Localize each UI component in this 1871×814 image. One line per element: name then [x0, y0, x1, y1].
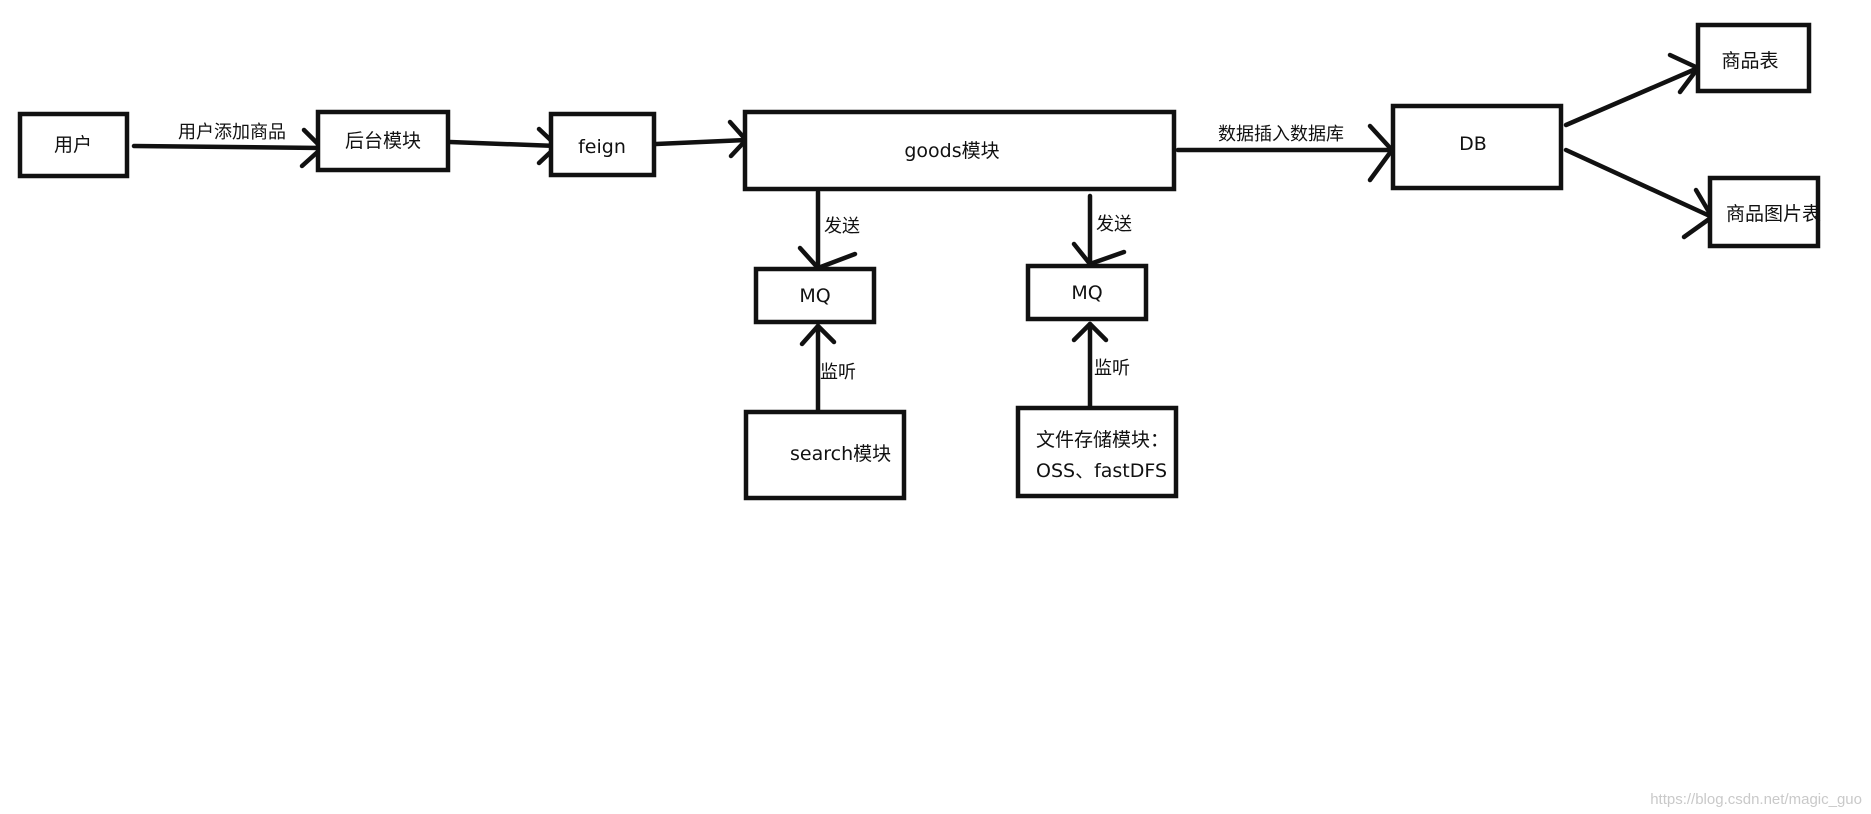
edge-backend-to-feign [447, 126, 560, 166]
node-db: DB [1390, 103, 1564, 191]
node-goods-table-label: 商品表 [1721, 50, 1778, 72]
edge-label-listen-right: 监听 [1094, 358, 1130, 379]
edge-label-send-right: 发送 [1096, 214, 1132, 235]
edge-feign-to-goods [653, 119, 749, 159]
edge-filestorage-to-mq-right [1071, 321, 1109, 409]
node-file-storage-module: 文件存储模块： OSS、fastDFS [1015, 405, 1179, 499]
node-file-storage-label-line2: OSS、fastDFS [1036, 460, 1167, 482]
node-search-module: search模块 [743, 409, 907, 501]
edge-db-to-goods-image-table [1563, 147, 1715, 240]
edge-label-send-left: 发送 [824, 216, 860, 237]
node-mq-left-label: MQ [799, 285, 830, 307]
node-goods-image-table: 商品图片表 [1707, 175, 1821, 249]
edge-search-to-mq-left [799, 323, 837, 413]
edge-label-insert-db: 数据插入数据库 [1218, 124, 1344, 145]
edge-label-listen-left: 监听 [820, 362, 856, 383]
node-goods-image-table-label: 商品图片表 [1726, 203, 1821, 225]
watermark: https://blog.csdn.net/magic_guo [1650, 791, 1862, 808]
edge-label-user-add-goods: 用户添加商品 [178, 122, 286, 143]
node-backend-module: 后台模块 [315, 109, 451, 173]
node-search-label: search模块 [790, 443, 891, 465]
node-user-label: 用户 [54, 134, 92, 156]
node-user: 用户 [17, 111, 130, 179]
node-file-storage-label-line1: 文件存储模块： [1036, 429, 1169, 451]
node-feign-label: feign [578, 136, 626, 158]
node-db-label: DB [1459, 133, 1487, 155]
node-goods-table: 商品表 [1695, 22, 1812, 94]
node-mq-right: MQ [1025, 263, 1149, 322]
node-mq-right-label: MQ [1071, 282, 1102, 304]
node-mq-left: MQ [753, 266, 877, 325]
node-goods-label: goods模块 [904, 140, 999, 162]
node-goods-module: goods模块 [742, 109, 1177, 192]
node-feign: feign [548, 111, 657, 178]
edge-db-to-goods-table [1563, 52, 1701, 128]
node-backend-label: 后台模块 [345, 130, 421, 152]
